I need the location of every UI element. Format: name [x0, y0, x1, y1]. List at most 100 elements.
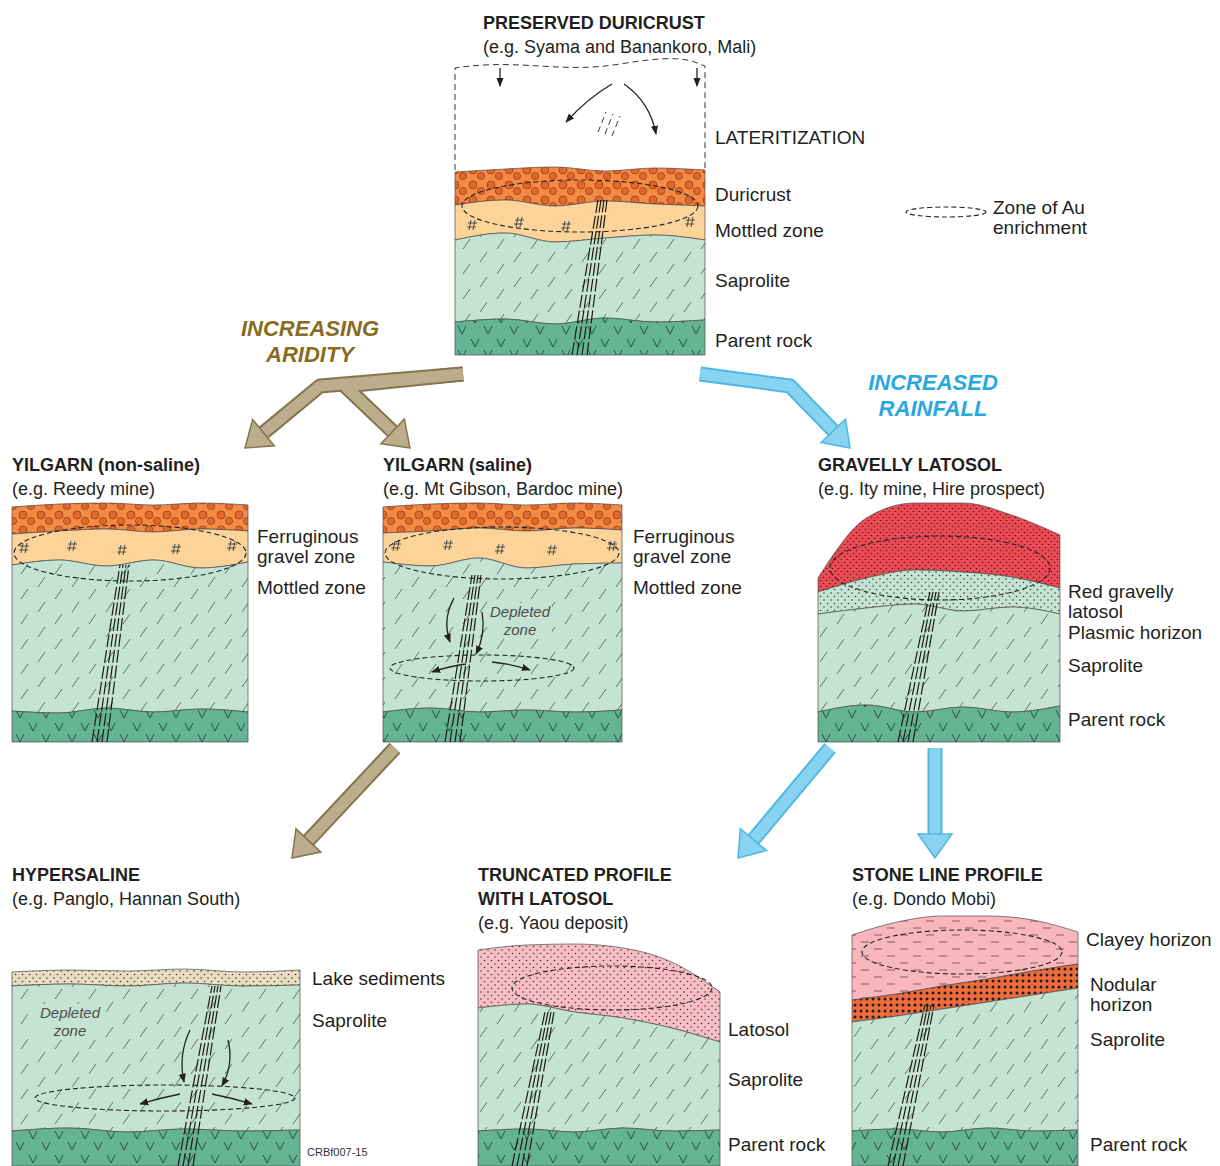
vein-line	[893, 1005, 928, 1166]
parent-rock-layer-outline	[383, 708, 622, 742]
mottle-symbol	[227, 541, 237, 551]
saprolite-layer-texture	[455, 233, 705, 324]
layer-label: Mottled zone	[257, 578, 366, 598]
arrow-head	[292, 829, 321, 858]
vein-line	[898, 592, 930, 742]
panel-example: (e.g. Syama and Banankoro, Mali)	[483, 36, 761, 58]
profile-panel: YILGARN (saline)(e.g. Mt Gibson, Bardoc …	[383, 448, 633, 748]
legend-dashed-ellipse	[906, 207, 986, 217]
saprolite-layer-texture	[12, 983, 300, 1132]
vein-line	[587, 200, 607, 355]
mottled-layer-outline	[383, 528, 622, 568]
layer-label: Saprolite	[1068, 656, 1143, 676]
parent-rock-layer-outline	[478, 1128, 720, 1166]
layer-label: Parent rock	[728, 1135, 825, 1155]
block-arrow	[306, 748, 395, 843]
trend-label: INCREASED RAINFALL	[843, 370, 1023, 422]
vein-line	[517, 1012, 548, 1166]
flow-arrow	[696, 68, 697, 86]
saprolite-layer	[478, 1004, 720, 1132]
lake-sediment-layer-texture	[12, 969, 300, 986]
vein-line	[903, 592, 933, 742]
soil-profile	[478, 944, 720, 1166]
duricrust-layer-outline	[455, 167, 705, 206]
parent-rock-layer	[12, 1128, 300, 1166]
vein-line	[577, 200, 601, 355]
layer-label: Saprolite	[312, 1011, 387, 1031]
panel-heading: STONE LINE PROFILE	[852, 863, 1112, 887]
layer-label: LATERITIZATION	[715, 128, 865, 148]
vein-line	[888, 1005, 925, 1166]
parent-rock-layer-texture	[383, 708, 622, 742]
layer-label: Mottled zone	[715, 221, 824, 241]
soil-profile	[455, 59, 705, 355]
enrichment-zone	[35, 1085, 295, 1111]
flow-arrow	[222, 1040, 230, 1086]
panel-heading: YILGARN (non-saline)	[12, 453, 257, 477]
duricrust-layer	[455, 167, 705, 206]
soil-profile	[12, 503, 248, 742]
layer-label: Parent rock	[1090, 1135, 1187, 1155]
layer-label: Saprolite	[728, 1070, 803, 1090]
saprolite-layer-texture	[818, 604, 1060, 712]
lateritization-outline	[598, 112, 620, 136]
flow-arrow	[182, 1030, 190, 1082]
layer-label: Red gravelly latosol	[1068, 582, 1203, 622]
saprolite-layer-texture	[383, 558, 622, 712]
parent-rock-layer	[12, 708, 248, 742]
flow-arrow	[624, 84, 656, 134]
flow-arrow	[499, 68, 500, 86]
block-arrow	[700, 374, 835, 433]
saprolite-layer	[383, 558, 622, 712]
block-arrow	[751, 748, 830, 842]
parent-rock-layer-outline	[12, 1128, 300, 1166]
mottle-symbol	[561, 221, 571, 231]
layer-label: Saprolite	[1090, 1030, 1165, 1050]
layer-label: Parent rock	[1068, 710, 1165, 730]
layer-label: Ferruginous gravel zone	[633, 527, 748, 567]
figure-code: CRBf007-15	[307, 1145, 368, 1159]
vein-line	[898, 1005, 931, 1166]
mottle-symbol	[547, 545, 557, 555]
parent-rock-layer	[818, 705, 1060, 742]
saprolite-layer	[818, 604, 1060, 712]
parent-rock-layer-texture	[12, 708, 248, 742]
arrow-head	[821, 419, 850, 448]
flow-arrow	[492, 662, 530, 670]
saprolite-layer	[455, 233, 705, 324]
vein-line	[188, 986, 218, 1166]
arrow-head	[738, 829, 766, 858]
saprolite-layer-texture	[478, 1004, 720, 1132]
enrichment-zone	[512, 966, 712, 1010]
layer-label: Ferruginous gravel zone	[257, 527, 372, 567]
mottle-symbol	[67, 541, 77, 551]
parent-rock-layer	[478, 1128, 720, 1166]
saprolite-layer-outline	[478, 1004, 720, 1132]
panel-heading: YILGARN (saline)	[383, 453, 633, 477]
block-arrow	[261, 374, 463, 435]
mottle-symbol	[117, 545, 127, 555]
mottled-layer	[383, 528, 622, 568]
layer-label: Nodular horizon	[1090, 975, 1180, 1015]
saprolite-layer	[852, 988, 1078, 1132]
profile-panel: GRAVELLY LATOSOL(e.g. Ity mine, Hire pro…	[818, 448, 1108, 748]
zone-label: Depleted zone	[38, 1004, 102, 1040]
enrichment-zone	[14, 525, 246, 581]
layer-label: Parent rock	[715, 331, 812, 351]
soil-profile	[12, 969, 300, 1166]
vein-line	[908, 592, 936, 742]
panel-heading: GRAVELLY LATOSOL	[818, 453, 1108, 477]
enrichment-zone	[862, 930, 1062, 974]
vein-line	[455, 575, 478, 742]
block-arrow	[700, 374, 835, 433]
block-arrow	[751, 748, 830, 842]
flow-arrow	[447, 598, 454, 642]
profile-panel: STONE LINE PROFILE(e.g. Dondo Mobi)	[852, 858, 1112, 1158]
parent-rock-layer	[852, 1128, 1078, 1166]
connector-outlines	[261, 374, 935, 843]
connector-fills	[261, 374, 935, 843]
saprolite-layer-outline	[383, 558, 622, 712]
vein-line	[102, 565, 126, 742]
